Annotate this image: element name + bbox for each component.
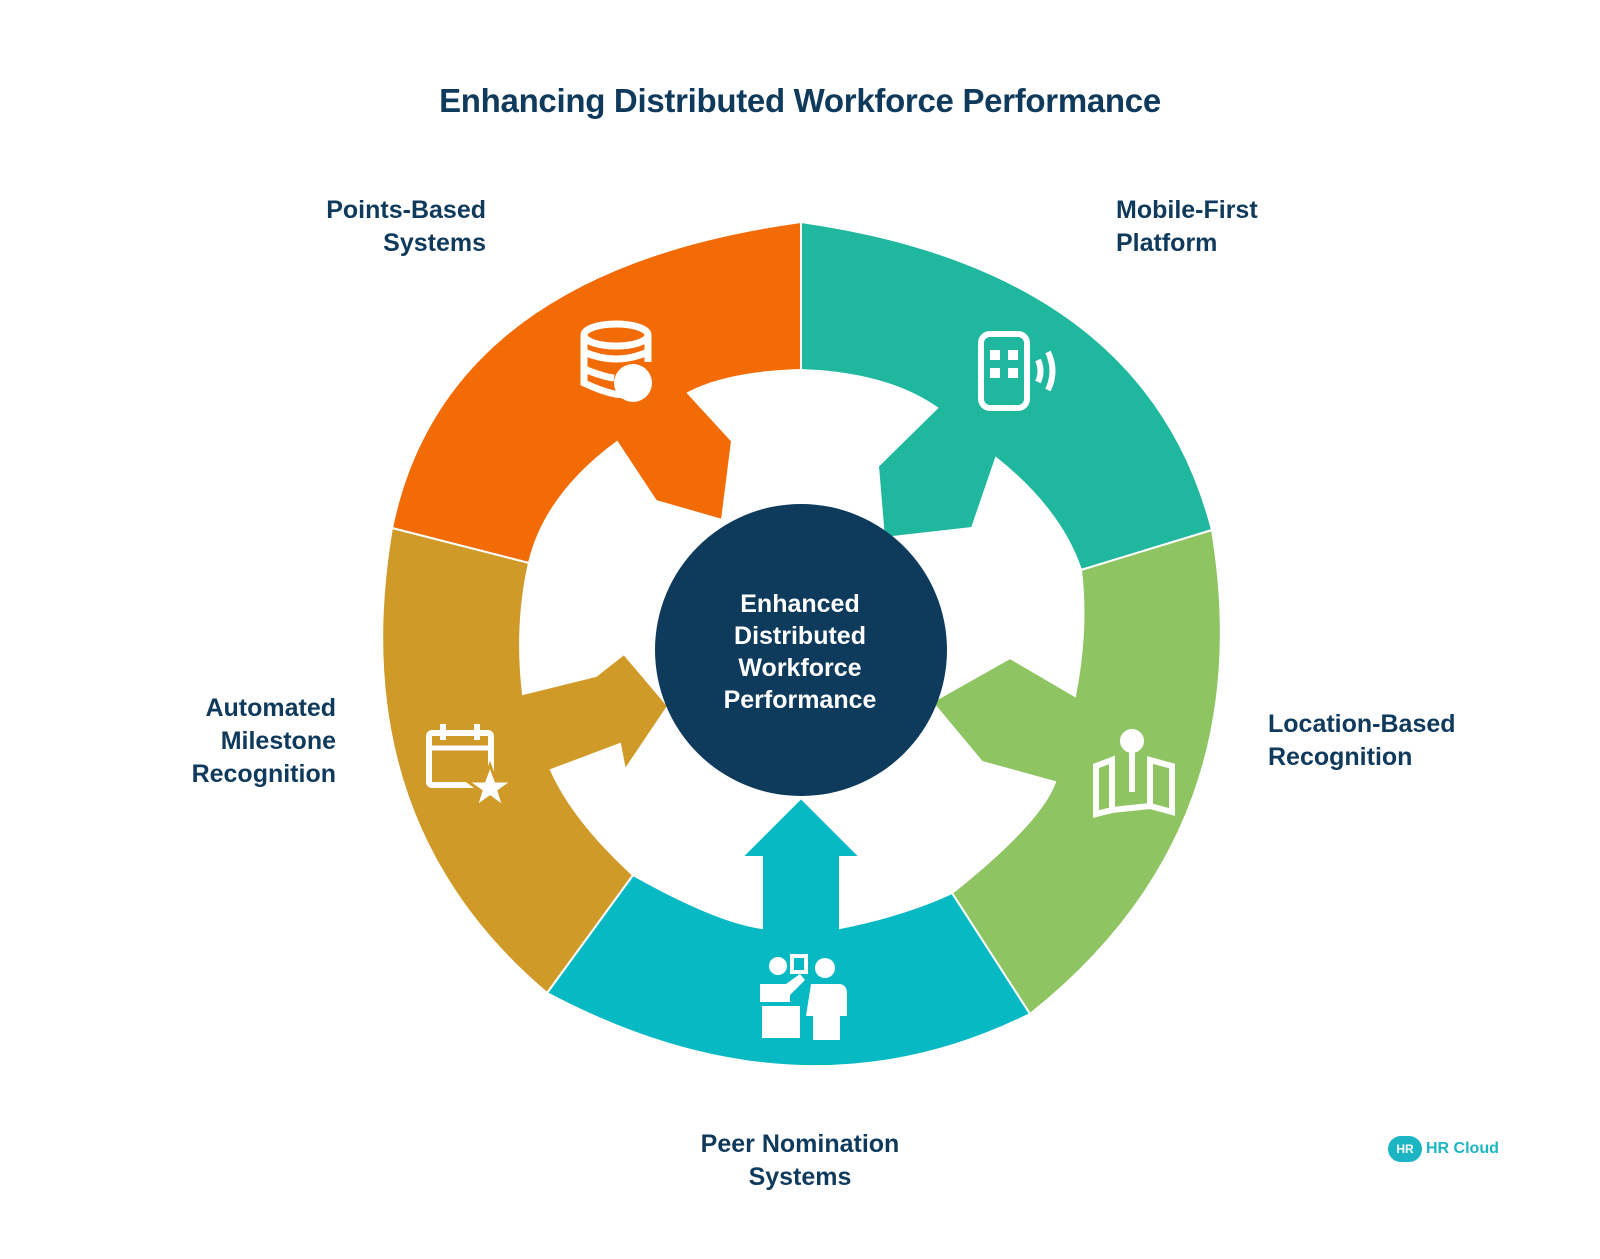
page-title: Enhancing Distributed Workforce Performa…: [439, 82, 1161, 119]
database-check-icon: [580, 320, 652, 402]
label-automated-milestone: Automated Milestone Recognition: [191, 694, 336, 788]
hr-cloud-logo: HR HR Cloud: [1388, 1136, 1499, 1162]
segment-location-based: [930, 528, 1222, 1016]
segment-automated-milestone: [381, 526, 670, 995]
center-label: Enhanced Distributed Workforce Performan…: [723, 590, 877, 714]
label-peer-nomination: Peer Nomination Systems: [700, 1130, 900, 1191]
logo-badge: HR: [1388, 1136, 1422, 1162]
segment-mobile-first: [800, 220, 1214, 572]
logo-text: HR Cloud: [1426, 1140, 1499, 1157]
map-pin-icon: [1093, 729, 1175, 818]
label-location-based: Location-Based Recognition: [1268, 710, 1456, 771]
segment-points-based: [390, 220, 802, 565]
presentation-people-icon: [760, 954, 847, 1040]
label-mobile-first: Mobile-First Platform: [1116, 196, 1258, 257]
label-points-based: Points-Based Systems: [326, 196, 486, 257]
mobile-signal-icon: [978, 331, 1056, 411]
segment-peer-nomination: [545, 796, 1032, 1068]
calendar-star-icon: [426, 724, 518, 811]
center-circle: [655, 504, 947, 796]
